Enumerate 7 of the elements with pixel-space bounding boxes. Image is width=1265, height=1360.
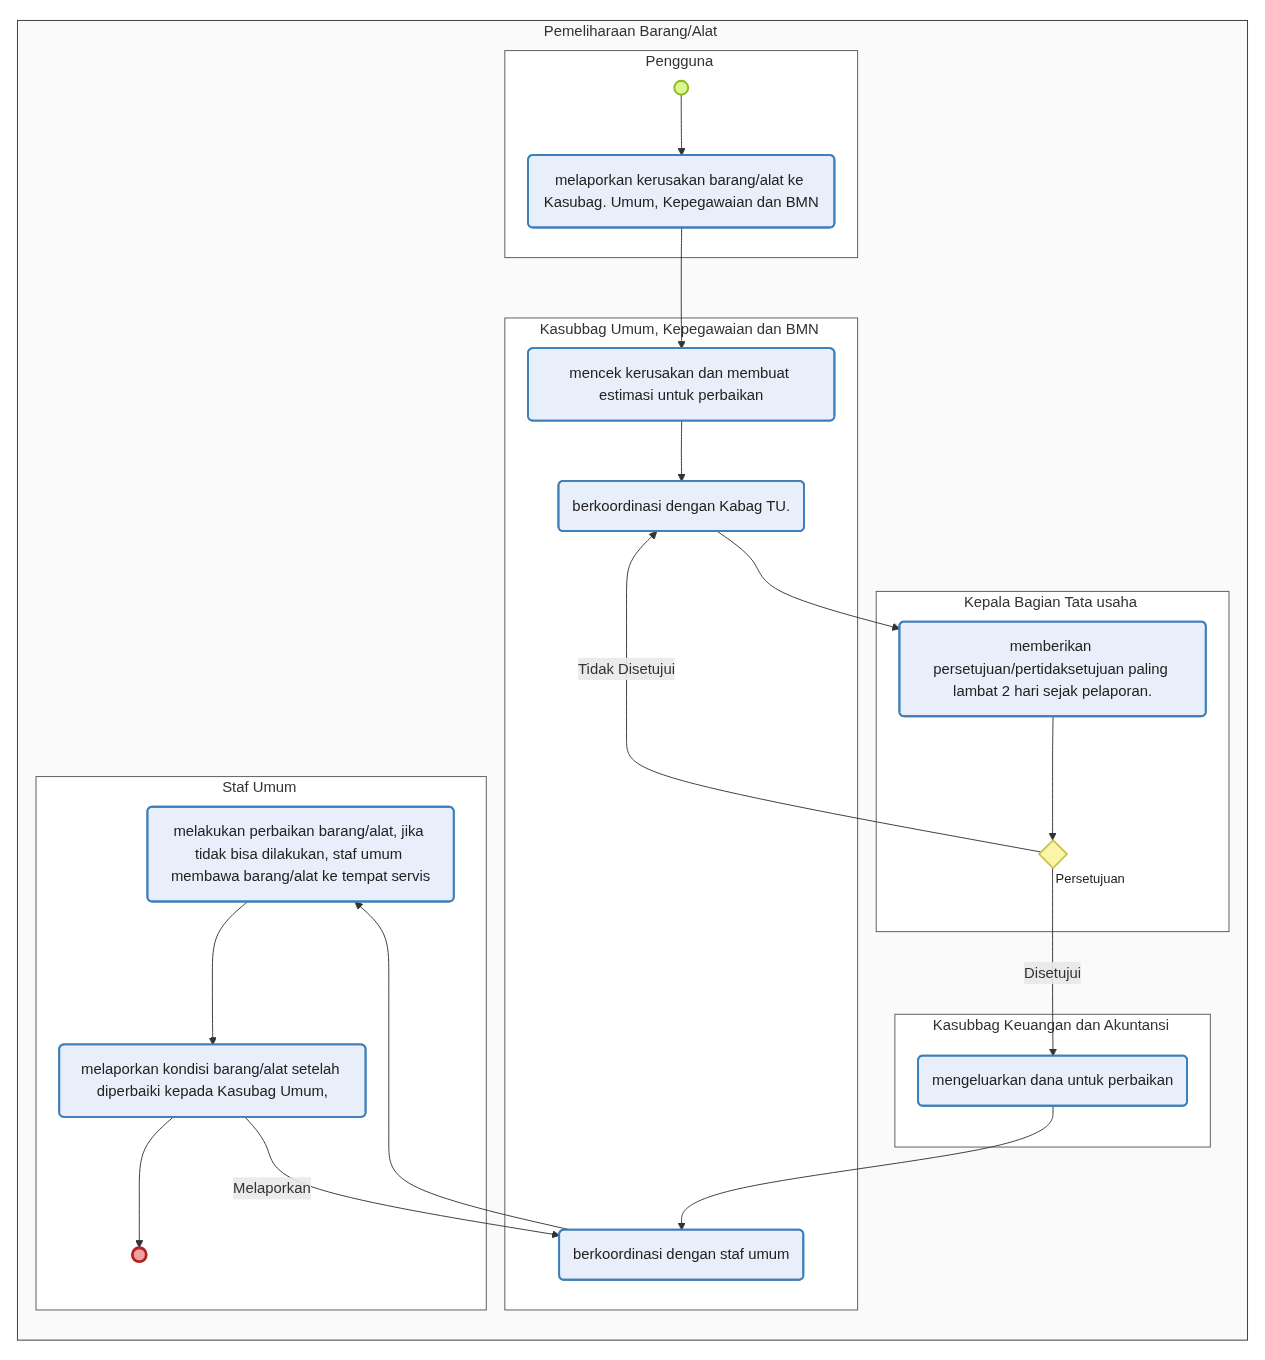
gateway-caption: Persetujuan <box>1055 870 1125 886</box>
edge-label: Tidak Disetujui <box>578 660 675 677</box>
node-circle <box>130 1246 148 1263</box>
edge-label: Disetujui <box>1024 964 1082 981</box>
node-diamond <box>1037 838 1069 870</box>
node-circle <box>673 79 690 96</box>
edge-label: Melaporkan <box>233 1179 311 1196</box>
